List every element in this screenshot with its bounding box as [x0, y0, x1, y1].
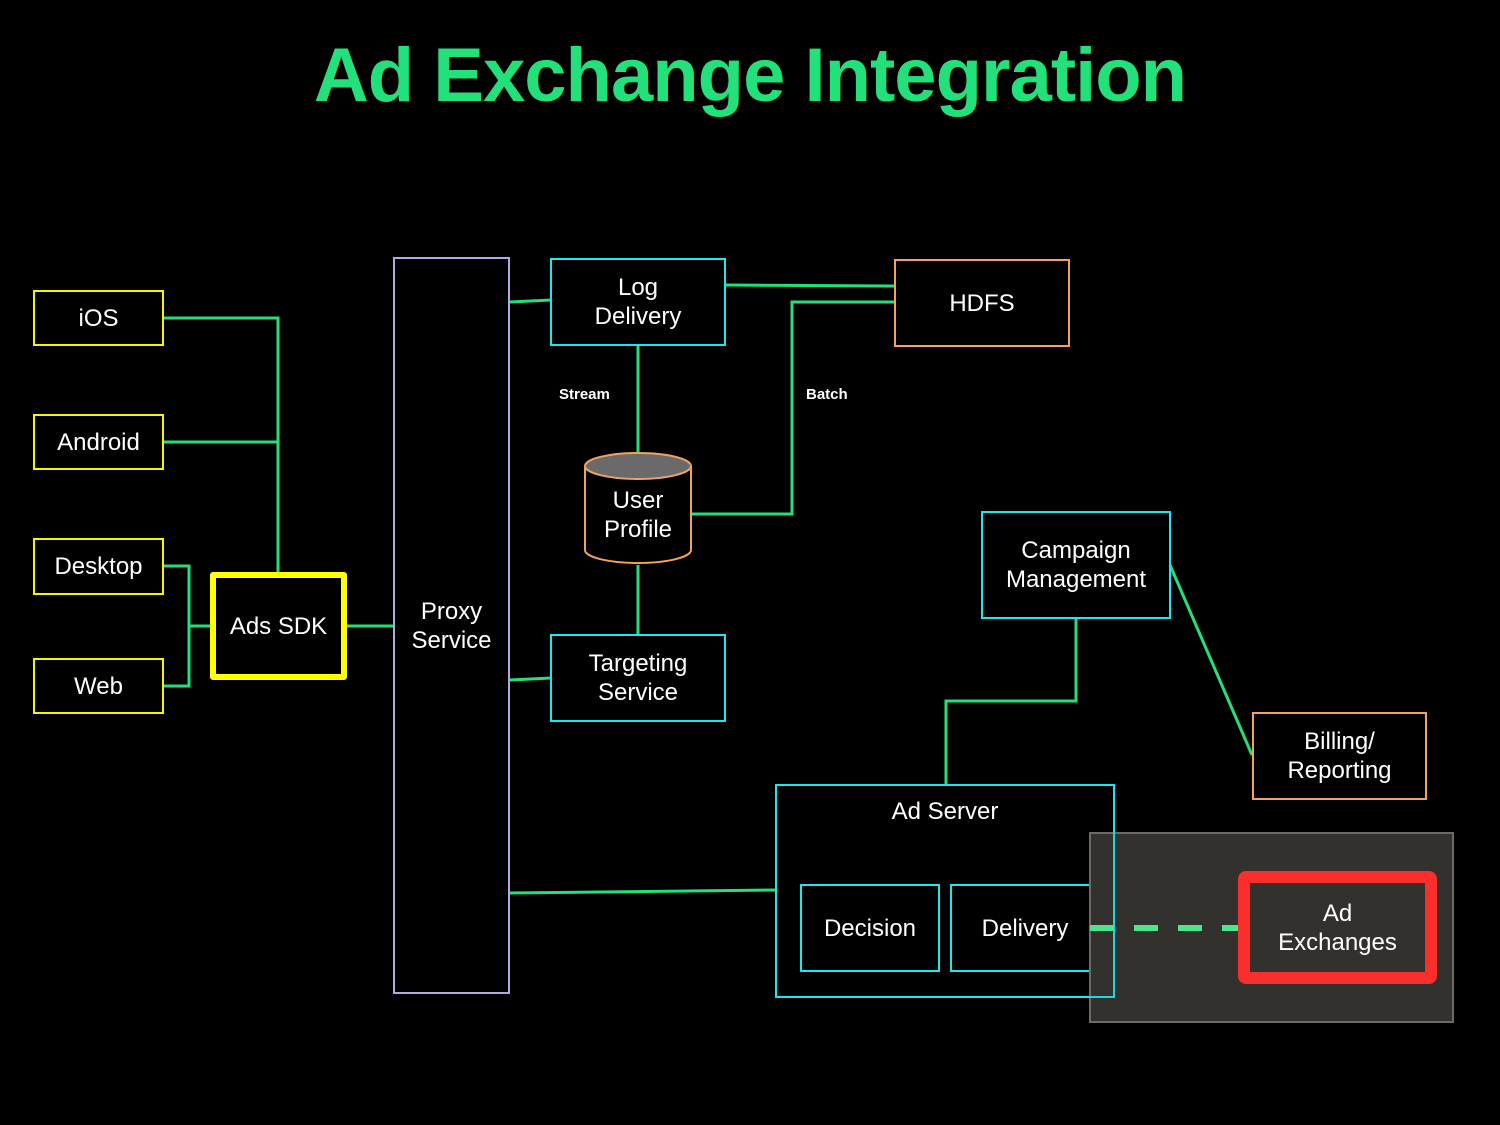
proxy-service-node[interactable]: Proxy Service: [393, 257, 510, 994]
billing-reporting-label: Billing/ Reporting: [1287, 728, 1392, 784]
cylinder-top: [584, 452, 692, 480]
database-cylinder-icon: [584, 466, 692, 564]
edge-proxy-adserver: [509, 888, 777, 895]
decision-label: Decision: [823, 914, 917, 942]
log-delivery-node[interactable]: Log Delivery: [550, 258, 726, 346]
user-profile-node[interactable]: [580, 447, 696, 569]
ad-exchanges-label: Ad Exchanges: [1278, 899, 1397, 956]
client-ios[interactable]: iOS: [33, 290, 164, 346]
decision-node[interactable]: Decision: [800, 884, 940, 972]
proxy-service-label: Proxy Service: [411, 597, 492, 654]
delivery-label: Delivery: [981, 914, 1069, 942]
client-desktop[interactable]: Desktop: [33, 538, 164, 595]
delivery-node[interactable]: Delivery: [950, 884, 1100, 972]
edge-label-batch: Batch: [806, 386, 848, 403]
edge-campaign-billing: [1168, 564, 1254, 756]
ads-sdk-node[interactable]: Ads SDK: [210, 572, 347, 680]
targeting-service-node[interactable]: Targeting Service: [550, 634, 726, 722]
edge-ios-sdk: [163, 316, 280, 574]
ad-server-label: Ad Server: [891, 798, 999, 825]
diagram-title: Ad Exchange Integration: [313, 33, 1187, 118]
user-profile-label: User Profile: [603, 487, 673, 543]
client-android-label: Android: [57, 428, 140, 456]
client-ios-label: iOS: [78, 304, 119, 332]
billing-reporting-node[interactable]: Billing/ Reporting: [1252, 712, 1427, 800]
edge-proxy-targeting: [509, 676, 552, 682]
hdfs-node[interactable]: HDFS: [894, 259, 1070, 347]
hdfs-label: HDFS: [949, 289, 1015, 317]
edge-campaign-adserver: [944, 618, 1078, 785]
targeting-service-label: Targeting Service: [588, 650, 688, 706]
edge-log-hdfs: [724, 283, 895, 288]
ad-exchanges-node[interactable]: Ad Exchanges: [1238, 871, 1437, 984]
client-web[interactable]: Web: [33, 658, 164, 714]
edge-proxy-log: [509, 298, 552, 304]
log-delivery-label: Log Delivery: [594, 274, 682, 330]
edge-label-stream: Stream: [559, 386, 610, 403]
edge-desktop-sdk: [163, 564, 191, 688]
edge-hdfs-userprofile: [690, 300, 894, 516]
client-desktop-label: Desktop: [54, 553, 143, 580]
client-web-label: Web: [74, 672, 123, 700]
campaign-management-node[interactable]: Campaign Management: [981, 511, 1171, 619]
ads-sdk-label: Ads SDK: [229, 612, 328, 640]
campaign-management-label: Campaign Management: [1005, 537, 1147, 593]
client-android[interactable]: Android: [33, 414, 164, 470]
